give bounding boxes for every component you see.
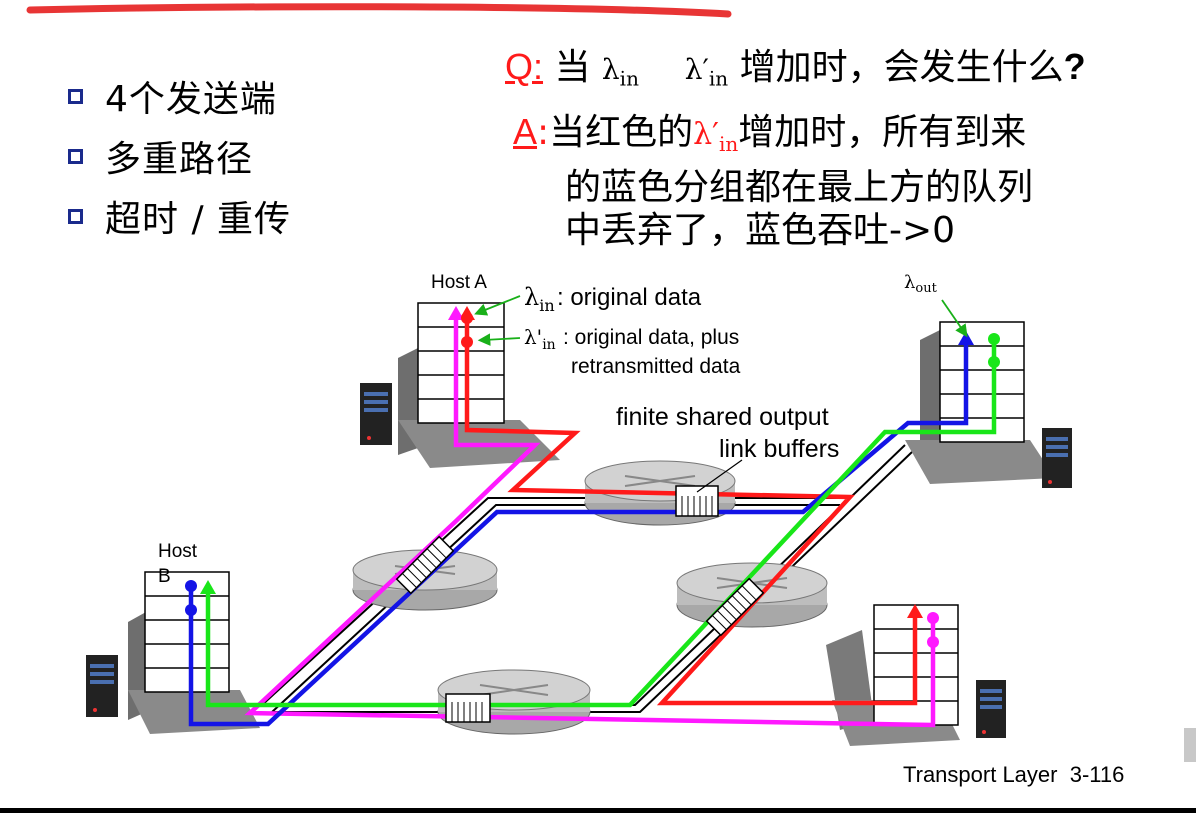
lambda-in-pointer [474,295,521,316]
bullet-text: 4个发送端 [105,79,277,120]
question-mark: ? [1063,46,1086,87]
lambda-in-prime: λ′in [684,53,729,91]
buffer-host-b [144,571,230,693]
answer: A:当红色的λ′in增加时，所有到来 的蓝色分组都在最上方的队列 中丢弃了，蓝色… [513,110,1033,252]
answer-line-2: 的蓝色分组都在最上方的队列 [565,167,1034,208]
bullet-list: 4个发送端 多重路径 超时 / 重传 [68,66,291,246]
buffer-label-pointer [696,459,743,493]
bullet-square-icon [68,208,83,224]
host-c-computer [905,330,1072,488]
lambda-prime-desc-1: : original data, plus [563,326,739,349]
question-prefix: 当 [554,47,602,88]
buffer-label-1: finite shared output [616,403,829,431]
answer-line-1: A:当红色的λ′in增加时，所有到来 [513,111,1027,156]
bullet-item: 超时 / 重传 [68,186,291,246]
page-number: 3-116 [1069,762,1125,787]
bottom-divider [0,808,1196,813]
scrollbar-thumb[interactable] [1184,728,1196,762]
question-key: Q: [505,46,544,87]
buffer-host-a [417,302,505,424]
green-flow [205,340,997,708]
host-a-label: Host A [431,272,487,293]
lambda-in-desc: : original data [557,284,702,311]
bullet-item: 多重路径 [68,126,291,186]
lambda-prime-desc-2: retransmitted data [571,355,741,378]
host-b-label-2: B [158,566,171,587]
buffer-label-2: link buffers [719,435,839,463]
answer-key: A [513,111,538,152]
answer-line-3: 中丢弃了，蓝色吞吐->0 [565,210,956,251]
bullet-square-icon [68,148,83,164]
lambda-out-label: λout [904,272,938,296]
lambda-prime-pointer [477,333,521,346]
footer-title: Transport Layer [903,762,1058,787]
question: Q: 当 λin λ′in 增加时，会发生什么? [505,38,1086,91]
magenta-flow [244,316,936,728]
red-lambda-in-prime: λ′in [693,117,739,156]
answer-colon: : [537,112,550,153]
lambda-prime-label: λ'in [524,325,556,353]
lambda-in-label: λin [524,283,555,315]
source-dots [185,312,1000,648]
router-buffer-left [395,535,455,595]
network-diagram: Host A Host B λin : original data λ'in :… [86,272,1072,746]
question-text: 增加时，会发生什么 [739,47,1064,88]
blue-flow [188,343,969,727]
slide-footer: Transport Layer 3-116 [903,762,1124,788]
bullet-text: 多重路径 [105,139,254,180]
bullet-square-icon [68,88,83,104]
router-buffer-top [675,485,719,517]
top-red-stroke [26,3,732,18]
lambda-out-pointer [941,299,968,338]
router-buffer-right [705,577,765,637]
bullet-item: 4个发送端 [68,66,291,126]
host-b-label-1: Host [158,541,198,562]
lambda-in: λin [601,53,639,91]
bullet-text: 超时 / 重传 [105,199,292,240]
router-buffer-bottom [445,693,491,723]
